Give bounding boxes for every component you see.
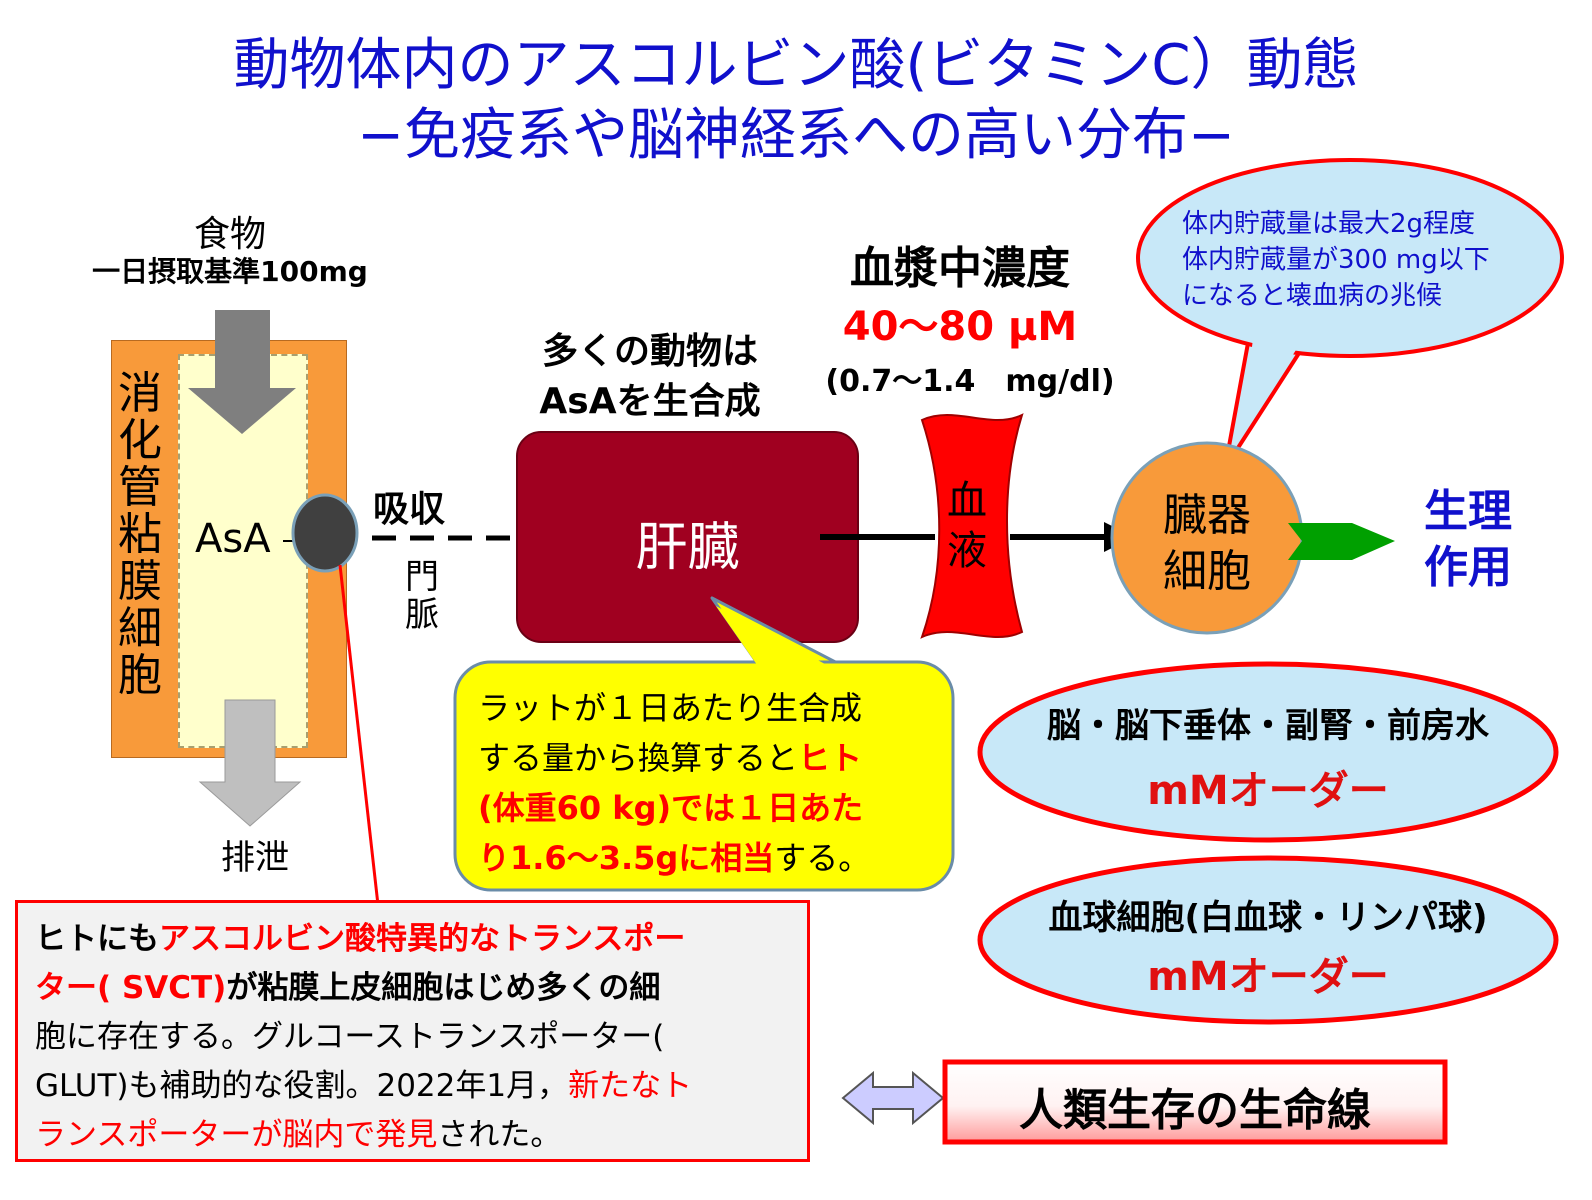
storage-line3: になると壊血病の兆候 [1182, 281, 1443, 311]
transporter-line3: 胞に存在する。グルコーストランスポーター( [35, 1019, 665, 1055]
title-line1: 動物体内のアスコルビン酸(ビタミンC）動態 [233, 33, 1359, 98]
brain-label: 脳・脳下垂体・副腎・前房水 [1047, 706, 1489, 746]
plasma-label: 血漿中濃度 [850, 243, 1070, 294]
synthesis-line1: 多くの動物は [541, 331, 758, 372]
transporter-line1: ヒトにもアスコルビン酸特異的なトランスポー [35, 915, 692, 964]
transporter-l1b: アスコルビン酸特異的なトランスポー [159, 921, 686, 957]
asa-label: AsA [195, 516, 271, 562]
lifeline-label: 人類生存の生命線 [1019, 1085, 1371, 1136]
transporter-l2b: が粘膜上皮細胞はじめ多くの細 [226, 970, 661, 1006]
transporter-l4b: 新たなト [568, 1068, 693, 1104]
callout-line1: ラットが１日あたり生合成 [478, 689, 863, 727]
transporter-text: ヒトにもアスコルビン酸特異的なトランスポー ター( SVCT)が粘膜上皮細胞はじ… [35, 915, 692, 1160]
transporter-pointer [338, 564, 380, 906]
food-standard: 一日摂取基準100mg [92, 255, 368, 288]
food-intake-arrow [188, 310, 296, 434]
excretion-label: 排泄 [221, 838, 289, 878]
plasma-mg: (0.7〜1.4 mg/dl) [825, 364, 1115, 399]
mucosa-label: 消化管粘膜細胞 [118, 368, 162, 701]
transporter-line2: ター( SVCT)が粘膜上皮細胞はじめ多くの細 [35, 964, 692, 1013]
brain-ellipse [977, 661, 1559, 843]
portal-vein-label: 門脈 [405, 557, 439, 635]
transporter-line5: ランスポーターが脳内で発見された。 [35, 1111, 692, 1160]
physiology-label: 生理作用 [1424, 486, 1512, 593]
brain-order: mMオーダー [1147, 768, 1389, 814]
blood-cell-ellipse [977, 855, 1559, 1025]
title-line2: −免疫系や脳神経系への高い分布− [357, 103, 1235, 168]
absorption-label: 吸収 [373, 489, 446, 530]
food-label: 食物 [193, 214, 266, 255]
blood-cell-label: 血球細胞(白血球・リンパ球) [1048, 898, 1488, 938]
blood-shape [920, 413, 1024, 639]
callout-line2b: ヒト [798, 739, 863, 777]
transporter-line4: GLUT)も補助的な役割。2022年1月，新たなト [35, 1062, 692, 1111]
callout-line4b: する。 [774, 839, 871, 877]
callout-line4a: り1.6〜3.5gに相当 [478, 839, 775, 877]
callout-line3: (体重60 kg)では１日あた [478, 789, 864, 827]
storage-line1: 体内貯蔵量は最大2g程度 [1182, 209, 1476, 239]
excretion-arrow [198, 699, 302, 827]
physiology-arrow [1288, 523, 1395, 560]
transporter-l2a: ター( SVCT) [35, 970, 227, 1006]
transporter-l4a: GLUT)も補助的な役割。2022年1月， [35, 1068, 569, 1104]
lifeline-box [942, 1059, 1448, 1145]
synthesis-line2: AsAを生合成 [539, 381, 761, 422]
double-arrow [841, 1070, 945, 1126]
transporter-l5b: された。 [437, 1117, 562, 1153]
transporter-oval [291, 493, 359, 573]
blood-label: 血液 [947, 478, 987, 574]
transporter-box: ヒトにもアスコルビン酸特異的なトランスポー ター( SVCT)が粘膜上皮細胞はじ… [15, 900, 810, 1162]
storage-line2: 体内貯蔵量が300 mg以下 [1182, 245, 1490, 275]
transporter-l1a: ヒトにも [35, 921, 159, 957]
callout-line2: する量から換算するとヒト [478, 733, 870, 783]
transporter-l5a: ランスポーターが脳内で発見 [35, 1117, 438, 1153]
organ-label: 臓器細胞 [1163, 490, 1251, 597]
callout-line2a: する量から換算すると [478, 739, 799, 777]
callout-line4: り1.6〜3.5gに相当する。 [478, 833, 870, 883]
liver-label: 肝臓 [635, 518, 740, 578]
liver-callout-text: ラットが１日あたり生合成 する量から換算するとヒト (体重60 kg)では１日あ… [478, 683, 870, 883]
liver-callout-box [453, 660, 955, 892]
plasma-value: 40〜80 μM [842, 304, 1078, 350]
blood-cell-order: mMオーダー [1147, 954, 1389, 1000]
storage-bubble [1136, 158, 1564, 358]
storage-bubble-text: 体内貯蔵量は最大2g程度 体内貯蔵量が300 mg以下 になると壊血病の兆候 [1182, 206, 1490, 314]
